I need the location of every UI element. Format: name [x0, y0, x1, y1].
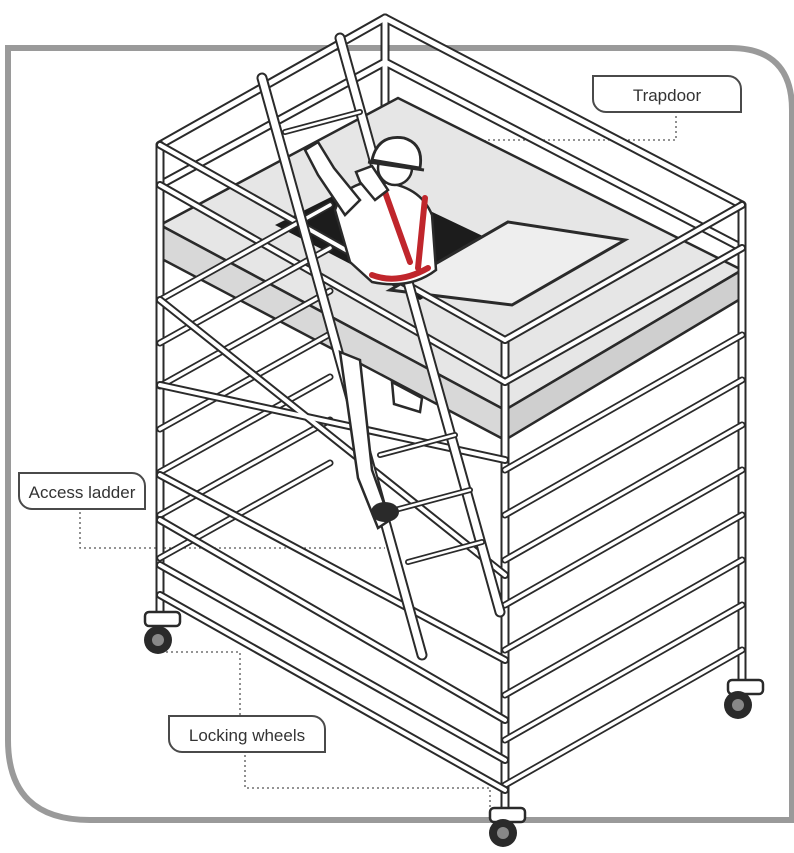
locking-wheels-callout: Locking wheels — [168, 715, 326, 753]
locking-wheels-leader — [165, 652, 240, 715]
trapdoor-callout: Trapdoor — [592, 75, 742, 113]
worker-boot — [371, 502, 399, 522]
castor-wheel-icon — [489, 808, 525, 847]
castor-wheel-icon — [724, 680, 763, 719]
castor-wheel-icon — [144, 612, 180, 654]
worker-legs — [340, 352, 390, 528]
access-ladder-callout: Access ladder — [18, 472, 146, 510]
